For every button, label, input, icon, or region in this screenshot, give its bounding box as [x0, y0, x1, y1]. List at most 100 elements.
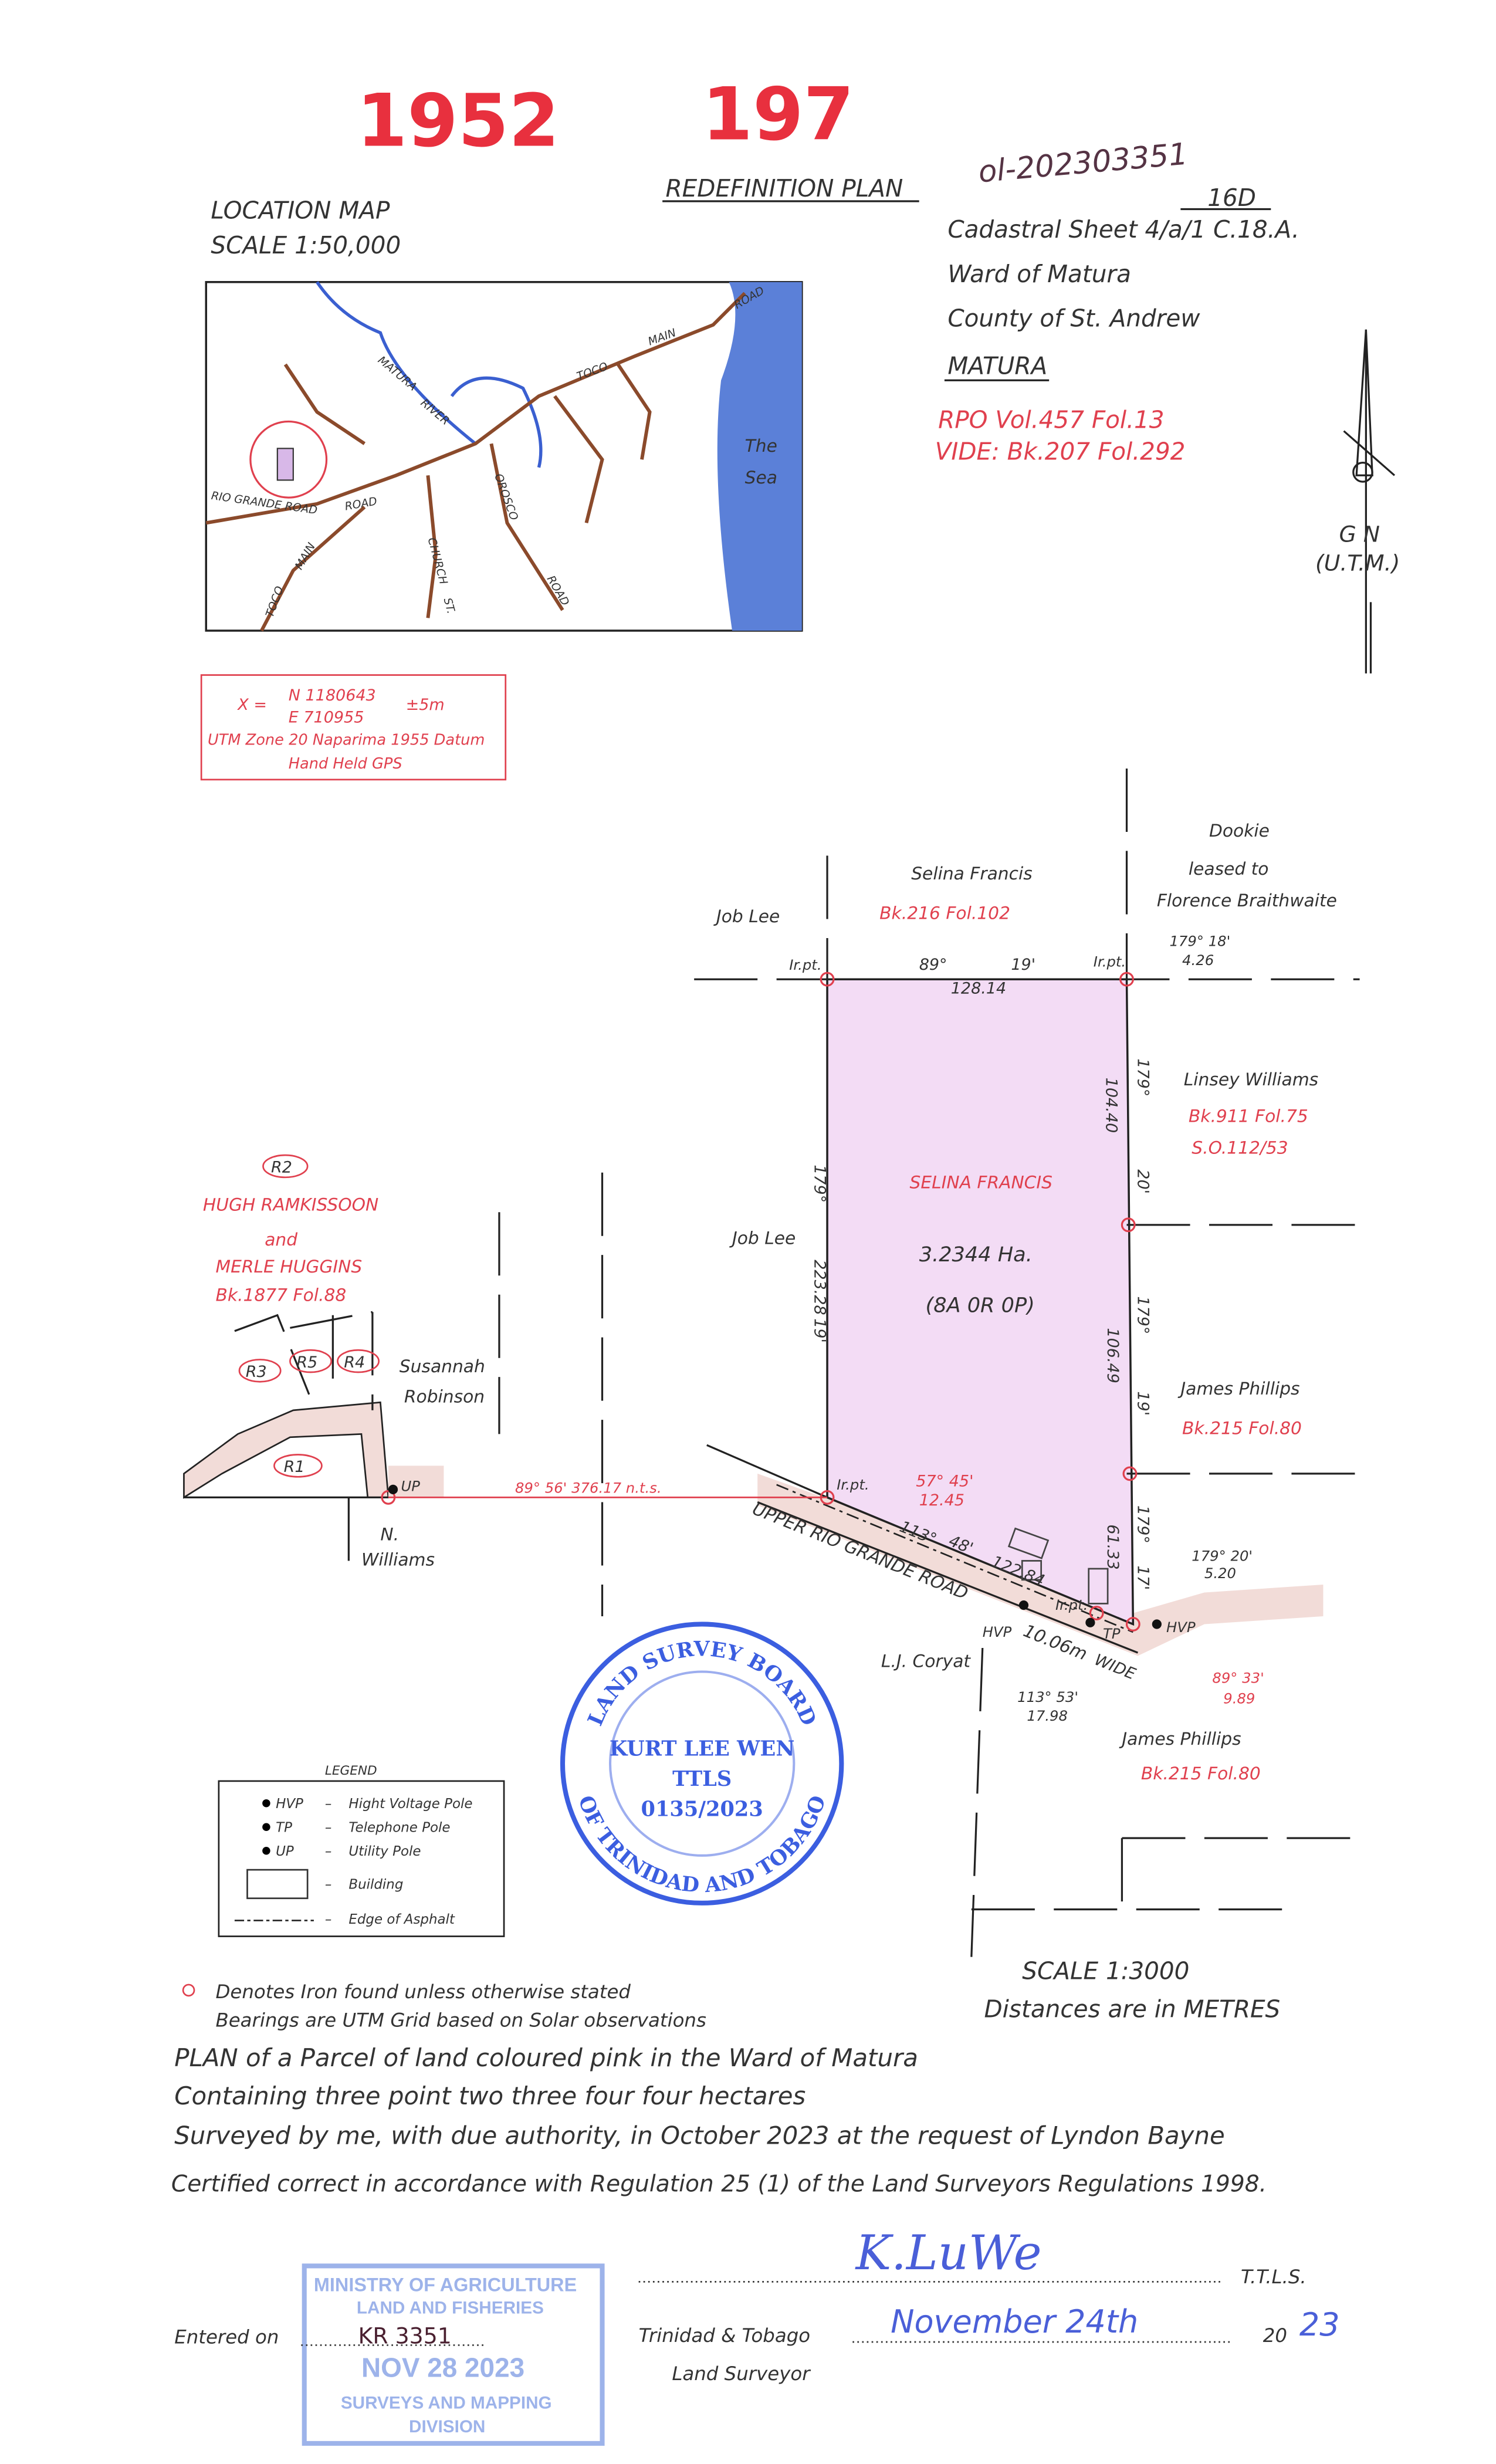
- survey-plan: Selina Francis Bk.216 Fol.102 Job Lee Jo…: [183, 768, 1363, 1957]
- plan-r1-label: R1: [284, 1458, 305, 1476]
- plan-traverse-label: 89° 56' 376.17 n.t.s.: [515, 1479, 662, 1496]
- plan-east1-deg-label: 179°: [1133, 1058, 1152, 1096]
- stamp-title-label: TTLS: [672, 1767, 732, 1791]
- plan-hugh-ref-label: Bk.1877 Fol.88: [215, 1285, 346, 1305]
- plan-r2-label: R2: [271, 1159, 292, 1177]
- ministry-stamp-l3-label: SURVEYS AND MAPPING: [341, 2393, 552, 2412]
- plan-se-red-dist-label: 9.89: [1223, 1690, 1255, 1707]
- plan-linsey-ref2-label: S.O.112/53: [1192, 1138, 1288, 1158]
- plan-irpt-label: Ir.pt.: [1094, 953, 1126, 970]
- gps-x-label-label: X =: [236, 696, 267, 714]
- plan-irpt-label: Ir.pt.: [837, 1476, 869, 1493]
- plan-james-1-label: James Phillips: [1177, 1379, 1299, 1399]
- svg-text:–: –: [325, 1844, 331, 1859]
- location-map: The Sea MATURA RIVER TOCO MAIN ROAD RIO …: [205, 281, 803, 632]
- plan-east1-dist-label: 104.40: [1102, 1078, 1120, 1133]
- location-map-labels-sea-2-label: Sea: [745, 468, 777, 488]
- plan-james-2-label: James Phillips: [1119, 1729, 1241, 1749]
- ministry-stamp: MINISTRY OF AGRICULTURE LAND AND FISHERI…: [302, 2263, 605, 2446]
- legend-title-label: LEGEND: [325, 1764, 377, 1778]
- plan-linsey-label: Linsey Williams: [1184, 1069, 1318, 1090]
- plan-west-deg-label: 179°: [810, 1165, 828, 1203]
- plan-dookie-3-label: Florence Braithwaite: [1157, 891, 1337, 911]
- note-iron: Denotes Iron found unless otherwise stat…: [215, 1981, 631, 2003]
- legend-items-2-code-label: UP: [276, 1844, 294, 1859]
- plan-sw-tie-bearing-label: 57° 45': [916, 1473, 973, 1491]
- gps-north-label: N 1180643: [289, 686, 376, 705]
- plan-east2-dist-label: 106.49: [1104, 1328, 1122, 1383]
- plan-east3-deg-label: 179°: [1133, 1505, 1152, 1544]
- plan-sw-tie-dist-label: 12.45: [919, 1491, 964, 1509]
- plan-up-label: UP: [401, 1478, 420, 1495]
- north-sub: (U.T.M.): [1315, 550, 1400, 576]
- ttls-label: T.T.L.S.: [1241, 2266, 1307, 2288]
- ward: Ward of Matura: [947, 260, 1131, 288]
- legend-items-3-text-label: Building: [348, 1877, 403, 1893]
- stamp-number-label: 0135/2023: [641, 1797, 763, 1821]
- plan-susannah-2-label: Robinson: [404, 1386, 485, 1407]
- sheet-fraction: 16D: [1207, 184, 1256, 212]
- place-label: Trinidad & Tobago: [639, 2324, 810, 2347]
- plan-dookie-1-label: Dookie: [1209, 821, 1270, 841]
- entered-on-label: Entered on: [174, 2326, 279, 2348]
- plan-james-2-ref-label: Bk.215 Fol.80: [1141, 1764, 1261, 1784]
- plan-james-1-ref-label: Bk.215 Fol.80: [1182, 1418, 1302, 1439]
- plan-job-lee-2-label: Job Lee: [729, 1228, 796, 1248]
- statement-4: Certified correct in accordance with Reg…: [171, 2171, 1267, 2197]
- plan-west-min-label: 19': [810, 1318, 828, 1343]
- note-bearings: Bearings are UTM Grid based on Solar obs…: [215, 2009, 706, 2032]
- plan-east2-deg-label: 179°: [1133, 1296, 1152, 1334]
- plan-ne-tie-dist-label: 4.26: [1182, 952, 1214, 969]
- plan-north-bearing-min-label: 19': [1011, 956, 1035, 974]
- plan-road-tie-bearing-label: 113° 53': [1017, 1688, 1078, 1705]
- plan-tp-label: TP: [1103, 1625, 1121, 1642]
- plan-r3-label: R3: [246, 1363, 267, 1381]
- plan-type: REDEFINITION PLAN: [666, 174, 903, 202]
- plan-north-owner-label: Selina Francis: [911, 864, 1033, 884]
- plan-north-bearing-deg-label: 89°: [919, 956, 947, 974]
- svg-text:–: –: [325, 1912, 331, 1927]
- gps-east-label: E 710955: [289, 709, 364, 727]
- vide-ref: VIDE: Bk.207 Fol.292: [935, 437, 1186, 465]
- role-label: Land Surveyor: [672, 2363, 811, 2385]
- plan-north-dist-label: 128.14: [951, 980, 1006, 998]
- plan-west-dist-label: 223.28: [810, 1260, 828, 1315]
- plan-r4-label: R4: [344, 1353, 365, 1372]
- plan-east3-dist-label: 61.33: [1104, 1524, 1122, 1569]
- county: County of St. Andrew: [947, 304, 1200, 332]
- location-map-labels-sea-1-label: The: [745, 436, 777, 456]
- legend: LEGEND HVP–Hight Voltage Pole TP–Telepho…: [218, 1764, 505, 1937]
- plan-number-1: 1952: [357, 79, 560, 163]
- ministry-stamp-l1-label: MINISTRY OF AGRICULTURE: [314, 2275, 577, 2296]
- plan-linsey-ref1-label: Bk.911 Fol.75: [1189, 1106, 1308, 1126]
- plan-area-imperial-label: (8A 0R 0P): [926, 1293, 1035, 1317]
- plan-parcel-owner-label: SELINA FRANCIS: [909, 1173, 1052, 1193]
- plan-hugh-label: HUGH RAMKISSOON: [203, 1195, 378, 1216]
- plan-road-wide-label: WIDE: [1092, 1651, 1138, 1684]
- statement-3: Surveyed by me, with due authority, in O…: [174, 2121, 1225, 2150]
- plan-north-ref-label: Bk.216 Fol.102: [879, 903, 1010, 924]
- legend-items-0-text-label: Hight Voltage Pole: [348, 1796, 472, 1812]
- legend-items-4-text-label: Edge of Asphalt: [348, 1912, 455, 1927]
- plan-irpt-label: Ir.pt.: [1055, 1596, 1088, 1613]
- legend-items-1-text-label: Telephone Pole: [348, 1820, 450, 1835]
- plan-area-label: 3.2344 Ha.: [919, 1243, 1033, 1267]
- legend-items-0-code-label: HVP: [276, 1796, 303, 1812]
- signature-date: November 24th: [891, 2303, 1138, 2340]
- land-survey-board-stamp: LAND SURVEY BOARD OF TRINIDAD AND TOBAGO…: [560, 1622, 844, 1905]
- statement-1: PLAN of a Parcel of land coloured pink i…: [174, 2043, 918, 2072]
- statement-2: Containing three point two three four fo…: [174, 2081, 805, 2110]
- gps-method-label: Hand Held GPS: [289, 755, 402, 773]
- plan-hvp-label: HVP: [983, 1623, 1012, 1640]
- svg-text:–: –: [325, 1877, 331, 1893]
- gps-box: X = N 1180643 E 710955 ±5m UTM Zone 20 N…: [200, 674, 507, 781]
- north-arrow-icon: [1343, 329, 1396, 673]
- district: MATURA: [947, 351, 1047, 380]
- ministry-stamp-l4-label: DIVISION: [409, 2417, 485, 2436]
- note-scale: SCALE 1:3000: [1022, 1957, 1189, 1985]
- location-map-title: LOCATION MAP: [211, 197, 390, 225]
- plan-ne-tie-bearing-label: 179° 18': [1169, 932, 1230, 949]
- plan-dookie-2-label: leased to: [1189, 859, 1269, 879]
- north-label: G N: [1339, 522, 1380, 547]
